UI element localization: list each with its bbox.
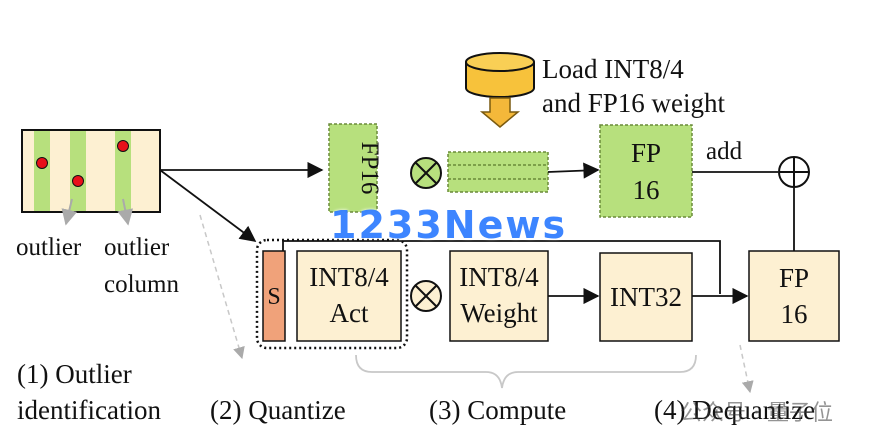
scale-box: S [262, 250, 286, 342]
int32-label: INT32 [610, 282, 682, 312]
act-box-line1: INT8/4 [309, 262, 389, 292]
fp16-right-line1: FP [779, 263, 809, 293]
act-box-line2: Act [330, 298, 369, 328]
fp16-top-line2: 16 [633, 175, 660, 205]
fp16-right-line2: 16 [781, 299, 808, 329]
outlier-column-label-line1: outlier [104, 234, 170, 261]
step4-label: (4) Dequantize [654, 395, 815, 425]
fp16-weight-arrow [547, 162, 600, 179]
fp16-activation-box: FP16 [328, 123, 383, 213]
weight-box-line2: Weight [460, 298, 538, 328]
step3-label: (3) Compute [429, 395, 566, 425]
outlier-label: outlier [16, 234, 82, 261]
load-arrow-icon [479, 97, 521, 128]
outlier-pointer [61, 198, 78, 226]
act-box: INT8/4 Act [296, 250, 402, 342]
scale-bypass-line [282, 240, 721, 294]
dequantize-pointer [739, 344, 754, 394]
scale-label: S [267, 284, 280, 310]
add-label: add [706, 138, 743, 165]
quantize-pointer [199, 214, 245, 360]
load-label-line1: Load INT8/4 [542, 54, 684, 84]
add-icon [778, 156, 810, 188]
int32-box: INT32 [599, 252, 693, 342]
fp16-weight-block [447, 151, 549, 193]
normal-path-arrow [159, 169, 257, 242]
compute-brace [355, 354, 697, 389]
input-matrix [21, 129, 161, 213]
fp16-output-right: FP 16 [748, 250, 840, 342]
multiply-icon-bottom [410, 280, 442, 312]
step1-line1: (1) Outlier [17, 359, 132, 389]
step1-line2: identification [17, 395, 161, 425]
outlier-column-label-line2: column [104, 271, 179, 298]
weight-box: INT8/4 Weight [449, 250, 549, 342]
fp16-vertical-label: FP16 [356, 142, 383, 195]
column-pointer [117, 198, 134, 226]
fp16-output-top: FP 16 [599, 124, 693, 218]
step2-label: (2) Quantize [210, 395, 346, 425]
load-label-line2: and FP16 weight [542, 88, 726, 118]
weight-box-line1: INT8/4 [459, 262, 539, 292]
quantize-group [255, 238, 409, 350]
database-icon [465, 52, 535, 98]
fp16-top-line1: FP [631, 138, 661, 168]
multiply-icon-top [410, 157, 442, 189]
